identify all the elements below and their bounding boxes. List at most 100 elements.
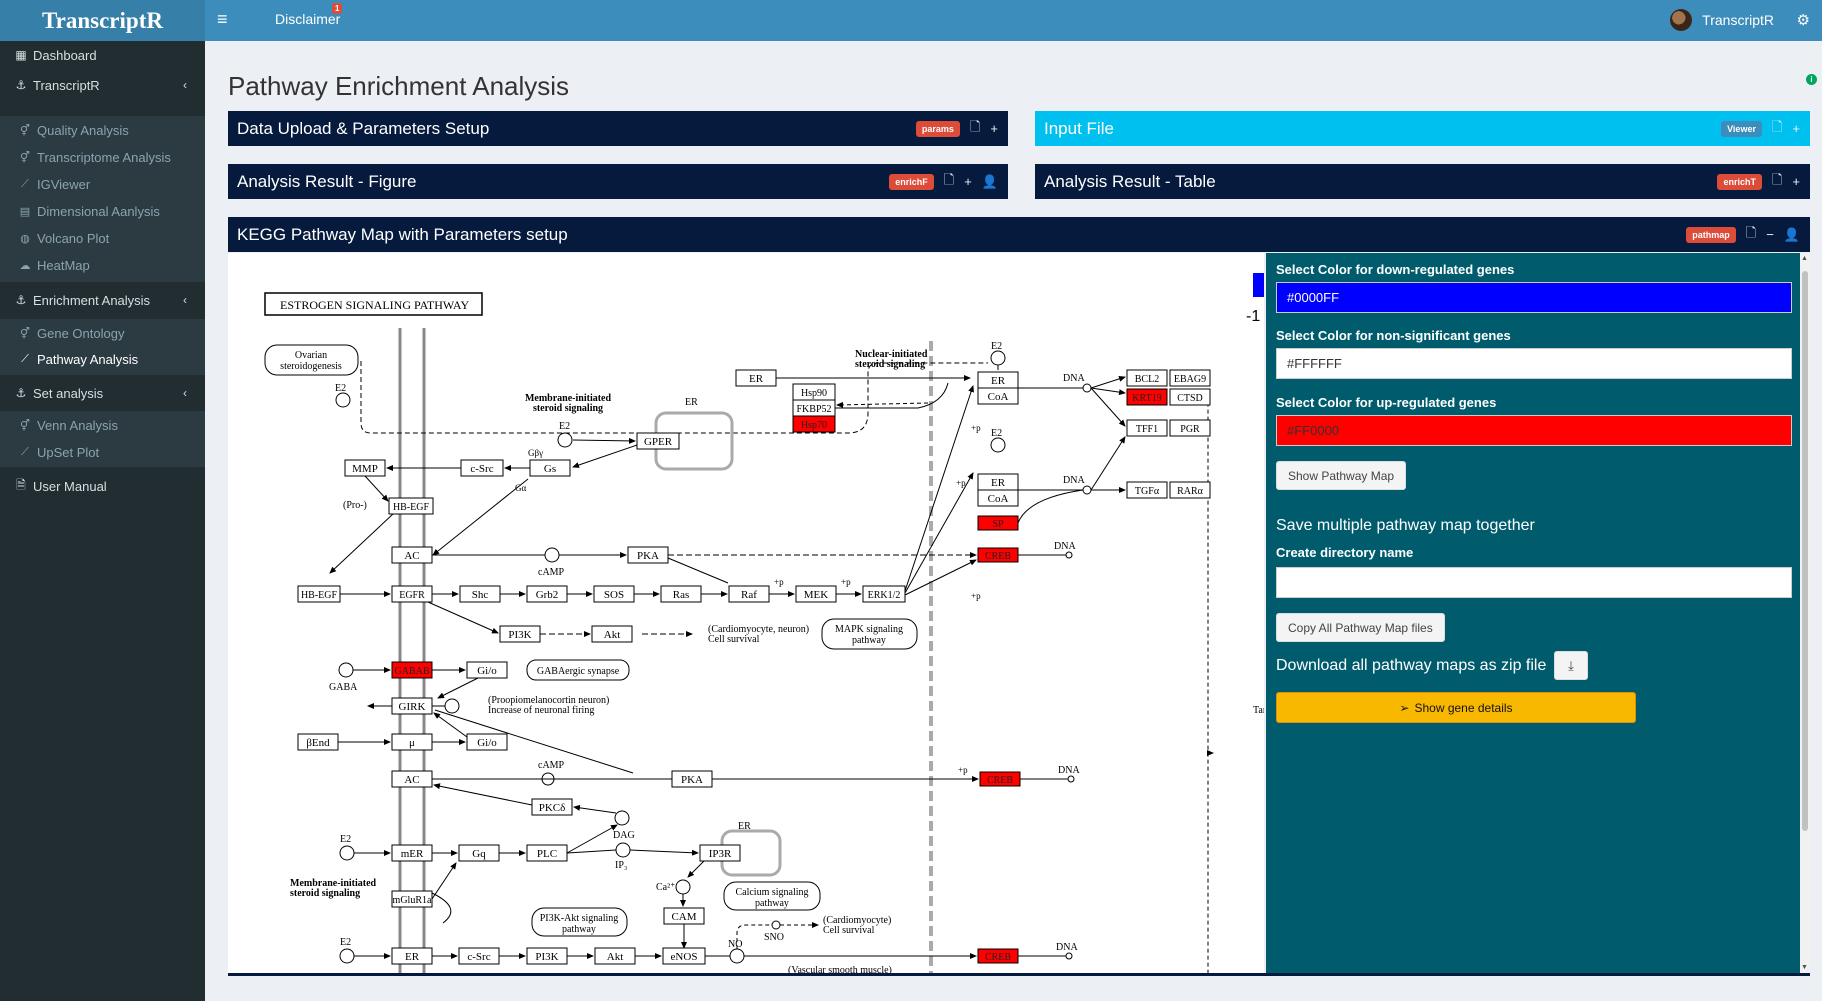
- scroll-thumb[interactable]: [1802, 271, 1808, 831]
- ns-color-input[interactable]: #FFFFFF: [1276, 348, 1792, 379]
- app-logo[interactable]: TranscriptR: [0, 0, 205, 41]
- node-mapk-1: MAPK signaling: [835, 624, 903, 635]
- label-cardio-1: (Cardiomyocyte, neuron): [708, 624, 809, 635]
- anchor-icon: ⚓: [15, 293, 27, 307]
- sidebar-item-dashboard[interactable]: ▦ Dashboard: [0, 43, 205, 67]
- plus-icon[interactable]: +: [990, 121, 998, 136]
- node-creb-1: CREB: [985, 551, 1011, 562]
- minus-icon[interactable]: −: [1766, 227, 1774, 242]
- sidebar: ▦ Dashboard ⚓ TranscriptR ‹ ⚥Quality Ana…: [0, 41, 205, 1001]
- file-icon[interactable]: 🗋: [969, 118, 981, 134]
- node-e2-5: E2: [991, 341, 1002, 352]
- scroll-up-icon[interactable]: ▲: [1801, 255, 1808, 262]
- node-e2-6: E2: [991, 428, 1002, 439]
- gene-krt19[interactable]: [1126, 388, 1168, 406]
- sidebar-item-label: Pathway Analysis: [37, 351, 139, 367]
- sidebar-item-volcano-plot[interactable]: ◍Volcano Plot: [0, 228, 205, 248]
- sidebar-item-transcriptr[interactable]: ⚓ TranscriptR ‹: [0, 73, 205, 97]
- gene-sp1[interactable]: [977, 515, 1019, 531]
- map-title: ESTROGEN SIGNALING PATHWAY: [280, 298, 469, 312]
- label-nuclear-2: steroid signaling: [855, 359, 925, 370]
- table-icon: ▤: [19, 205, 31, 218]
- box-label: enrichT: [1717, 173, 1762, 190]
- panel-scrollbar[interactable]: ▲ ▼: [1800, 253, 1810, 973]
- sidebar-item-dimensional-analysis[interactable]: ▤Dimensional Aanlysis: [0, 201, 205, 221]
- sidebar-item-pathway-analysis[interactable]: ⟋Pathway Analysis: [0, 349, 205, 369]
- scroll-down-icon[interactable]: ▼: [1801, 964, 1808, 971]
- node-tar: Tar: [1253, 705, 1264, 716]
- node-sp: SP: [992, 519, 1004, 530]
- sidebar-item-upset-plot[interactable]: ⟋UpSet Plot: [0, 442, 205, 462]
- chevron-left-icon: ‹: [183, 293, 187, 307]
- kegg-pathway-map[interactable]: ESTROGEN SIGNALING PATHWAY -1 Tar Ovaria…: [228, 253, 1264, 973]
- down-color-input[interactable]: #0000FF: [1276, 282, 1792, 313]
- show-gene-details-button[interactable]: ➢ Show gene details: [1276, 692, 1636, 723]
- info-icon[interactable]: i: [1806, 74, 1817, 85]
- cloud-icon: ☁: [19, 259, 31, 272]
- sidebar-item-quality-analysis[interactable]: ⚥Quality Analysis: [0, 120, 205, 140]
- sidebar-item-set-analysis[interactable]: ⚓ Set analysis ‹: [0, 381, 205, 405]
- file-icon[interactable]: 🗋: [1771, 171, 1783, 187]
- gene-hsp70[interactable]: [792, 415, 836, 433]
- hamburger-icon[interactable]: ≡: [217, 9, 228, 29]
- sidebar-item-user-manual[interactable]: 🗎 User Manual: [0, 474, 205, 498]
- plus-icon[interactable]: +: [1792, 174, 1800, 189]
- node-mglur: mGluR1a: [393, 895, 432, 906]
- label-p-1: +p: [774, 577, 784, 587]
- node-e2-4: E2: [340, 937, 351, 948]
- gears-icon[interactable]: ⚙: [1796, 12, 1810, 29]
- node-calcium-2: pathway: [755, 898, 789, 909]
- node-gabab: GABAB: [394, 666, 429, 677]
- label-pomc-2: Increase of neuronal firing: [488, 705, 594, 716]
- file-icon[interactable]: 🗋: [943, 171, 955, 187]
- box-label: params: [915, 120, 960, 137]
- venus-mars-icon: ⚥: [20, 124, 30, 137]
- user-menu[interactable]: TranscriptR: [1670, 9, 1774, 31]
- sidebar-item-gene-ontology[interactable]: ⚥Gene Ontology: [0, 323, 205, 343]
- pathway-settings-panel: Select Color for down-regulated genes #0…: [1266, 253, 1800, 973]
- page-title: Pathway Enrichment Analysis: [228, 71, 570, 101]
- node-ac-2: AC: [404, 774, 419, 786]
- node-shc: Shc: [472, 589, 489, 601]
- figure-box-header[interactable]: Analysis Result - Figure enrichF 🗋 + 👤: [228, 164, 1008, 199]
- node-krt19: KRT19: [1132, 393, 1161, 404]
- up-color-input[interactable]: #FF0000: [1276, 415, 1792, 446]
- label-cardio2-1: (Cardiomyocyte): [823, 915, 891, 926]
- sidebar-item-enrichment-analysis[interactable]: ⚓ Enrichment Analysis ‹: [0, 288, 205, 312]
- user-gear-icon[interactable]: 👤: [981, 173, 998, 189]
- node-csrc-2: c-Src: [467, 951, 490, 963]
- download-zip-button[interactable]: ⤓: [1554, 651, 1588, 680]
- box-title: Input File: [1044, 118, 1114, 138]
- sidebar-item-heatmap[interactable]: ☁HeatMap: [0, 255, 205, 275]
- copy-pathway-files-button[interactable]: Copy All Pathway Map files: [1276, 613, 1445, 642]
- plus-icon[interactable]: +: [1792, 121, 1800, 136]
- node-rara: RARα: [1177, 486, 1204, 497]
- input-box-header[interactable]: Input File Viewer 🗋 +: [1035, 111, 1810, 146]
- file-icon[interactable]: 🗋: [1745, 224, 1757, 240]
- node-ebag9: EBAG9: [1174, 374, 1206, 385]
- table-box-header[interactable]: Analysis Result - Table enrichT 🗋 +: [1035, 164, 1810, 199]
- sidebar-item-transcriptome-analysis[interactable]: ⚥Transcriptome Analysis: [0, 147, 205, 167]
- box-title: Analysis Result - Figure: [237, 171, 417, 191]
- sidebar-item-igviewer[interactable]: ⟋IGViewer: [0, 174, 205, 194]
- upload-box-header[interactable]: Data Upload & Parameters Setup params 🗋 …: [228, 111, 1008, 146]
- label-membrane-4: steroid signaling: [290, 888, 360, 899]
- node-creb-2: CREB: [987, 775, 1013, 786]
- label-ga: Gα: [515, 483, 526, 493]
- node-gq: Gq: [472, 848, 486, 860]
- node-camp: cAMP: [538, 567, 565, 578]
- directory-input[interactable]: [1276, 567, 1792, 598]
- user-gear-icon[interactable]: 👤: [1783, 226, 1800, 242]
- sidebar-item-venn-analysis[interactable]: ⚥Venn Analysis: [0, 415, 205, 435]
- disclaimer-link[interactable]: Disclaimer: [275, 11, 341, 27]
- plus-icon[interactable]: +: [964, 174, 972, 189]
- show-pathway-map-button[interactable]: Show Pathway Map: [1276, 461, 1407, 490]
- node-raf: Raf: [741, 589, 757, 601]
- directory-label: Create directory name: [1276, 545, 1414, 560]
- file-icon[interactable]: 🗋: [1771, 118, 1783, 134]
- kegg-box-header[interactable]: KEGG Pathway Map with Parameters setup p…: [228, 217, 1810, 252]
- anchor-icon: ⚓: [15, 78, 27, 92]
- node-dag: DAG: [613, 830, 635, 841]
- sidebar-item-label: Enrichment Analysis: [33, 292, 151, 308]
- sidebar-item-label: IGViewer: [37, 176, 91, 192]
